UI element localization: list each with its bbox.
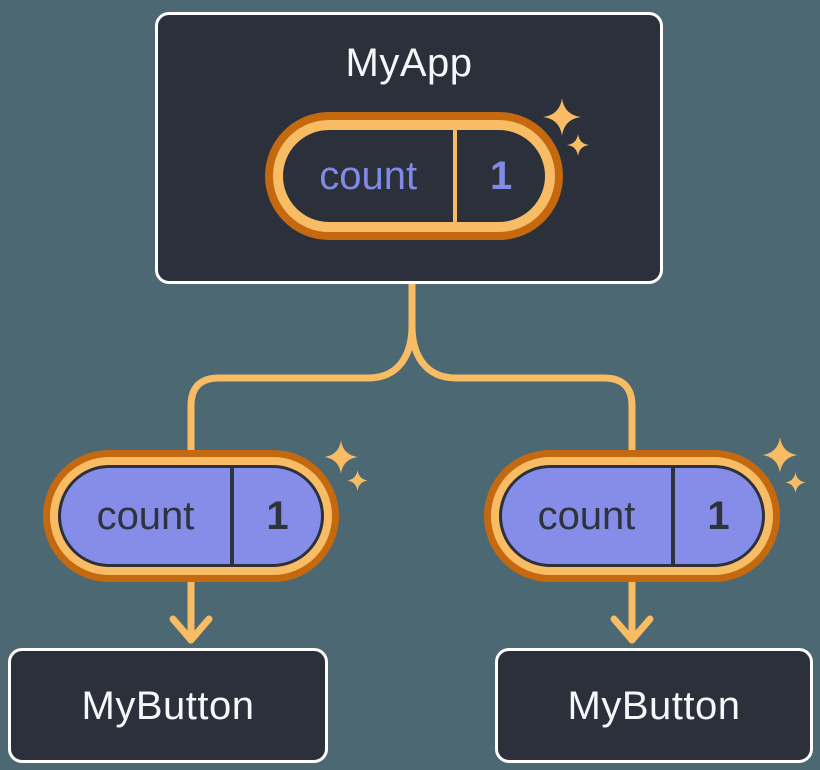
component-title: MyApp — [345, 41, 473, 85]
state-name: count — [319, 154, 418, 198]
branch-left-line — [187, 279, 416, 644]
sparkles-icon — [567, 134, 589, 156]
component-title: MyButton — [81, 683, 255, 728]
child-state-pill-left: count 1 — [58, 465, 324, 567]
component-title: MyButton — [567, 683, 741, 728]
sparkles-icon — [762, 437, 798, 473]
state-value: 1 — [671, 468, 762, 564]
sparkles-icon — [785, 472, 806, 493]
arrow-down-icon — [169, 615, 213, 644]
state-name: count — [537, 494, 636, 538]
state-value: 1 — [230, 468, 321, 564]
arrow-down-icon — [610, 615, 654, 644]
sparkles-icon — [347, 470, 368, 491]
sparkles-icon — [543, 98, 581, 136]
child-component-box-left: MyButton — [8, 648, 328, 763]
child-component-box-right: MyButton — [495, 648, 813, 763]
state-name: count — [96, 494, 195, 538]
sparkles-icon — [324, 440, 358, 474]
state-value: 1 — [453, 130, 545, 222]
branch-right-line — [408, 322, 636, 644]
child-state-pill-right: count 1 — [499, 465, 765, 567]
root-state-pill: count 1 — [273, 120, 555, 232]
